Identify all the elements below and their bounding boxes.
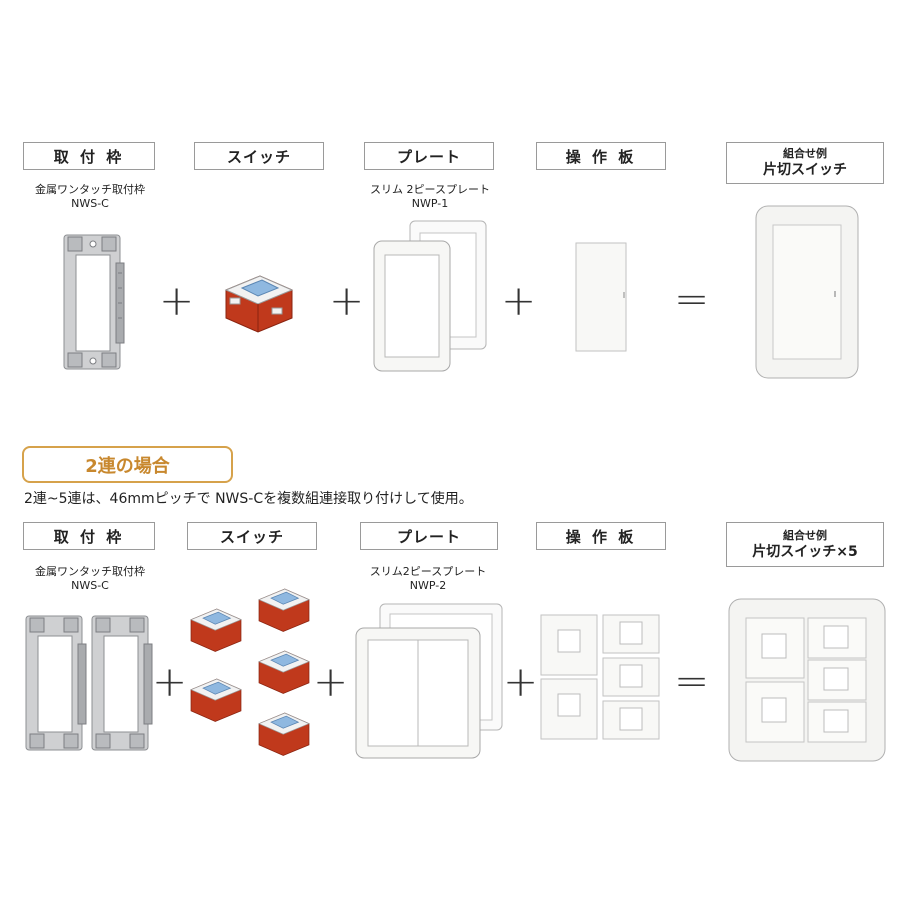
combo-example-box: 組合せ例 片切スイッチ xyxy=(726,142,884,184)
equals-sign: = xyxy=(674,656,710,705)
switch-module-image xyxy=(258,650,310,694)
plate-caption-name: スリム 2ピースプレート xyxy=(370,183,490,196)
label-operation-panel: 操 作 板 xyxy=(536,522,666,550)
label-operation-panel: 操 作 板 xyxy=(536,142,666,170)
operation-panel-large xyxy=(540,614,598,676)
operation-panel-small xyxy=(602,614,660,654)
switch-module-image xyxy=(190,678,242,722)
plate-caption-model: NWP-2 xyxy=(409,579,447,592)
label-plate: プレート xyxy=(364,142,494,170)
frame-caption-model: NWS-C xyxy=(71,197,109,210)
plate-caption-model: NWP-1 xyxy=(411,197,449,210)
frame-caption-name: 金属ワンタッチ取付枠 xyxy=(35,565,145,578)
metal-frame-image xyxy=(25,615,87,751)
switch-module-image xyxy=(224,275,294,333)
plus-sign: + xyxy=(159,276,195,325)
plus-sign: + xyxy=(501,276,537,325)
section-heading-2gang: 2連の場合 xyxy=(22,446,233,483)
operation-panel-small xyxy=(602,657,660,697)
label-frame: 取 付 枠 xyxy=(23,522,155,550)
frame-caption: 金属ワンタッチ取付枠 NWS-C xyxy=(20,565,160,593)
metal-frame-image xyxy=(63,234,125,370)
label-plate: プレート xyxy=(360,522,498,550)
label-switch: スイッチ xyxy=(187,522,317,550)
plate-caption-name: スリム2ピースプレート xyxy=(369,565,487,578)
section-note: 2連~5連は、46mmピッチで NWS-Cを複数組連接取り付けして使用。 xyxy=(24,491,473,507)
combo-example-box: 組合せ例 片切スイッチ×5 xyxy=(726,522,884,567)
combo-example-small: 組合せ例 xyxy=(783,528,827,542)
two-piece-plate-image xyxy=(373,220,487,372)
frame-caption: 金属ワンタッチ取付枠 NWS-C xyxy=(20,183,160,211)
plus-sign: + xyxy=(329,276,365,325)
plus-sign: + xyxy=(152,657,188,706)
metal-frame-image xyxy=(91,615,153,751)
combo-example-title: 片切スイッチ×5 xyxy=(752,543,858,560)
plate-caption: スリム 2ピースプレート NWP-1 xyxy=(360,183,500,211)
frame-caption-model: NWS-C xyxy=(71,579,109,592)
plus-sign: + xyxy=(313,657,349,706)
switch-module-image xyxy=(258,712,310,756)
label-switch: スイッチ xyxy=(194,142,324,170)
combo-example-title: 片切スイッチ xyxy=(763,162,847,178)
frame-caption-name: 金属ワンタッチ取付枠 xyxy=(35,183,145,196)
operation-panel-image xyxy=(575,242,627,352)
switch-module-image xyxy=(258,588,310,632)
equals-sign: = xyxy=(674,274,710,323)
combined-switch-image xyxy=(755,205,859,379)
combined-switch-x5-image xyxy=(728,598,886,762)
label-frame: 取 付 枠 xyxy=(23,142,155,170)
plate-caption: スリム2ピースプレート NWP-2 xyxy=(358,565,498,593)
operation-panel-small xyxy=(602,700,660,740)
two-piece-plate-image xyxy=(355,603,503,759)
operation-panel-large xyxy=(540,678,598,740)
plus-sign: + xyxy=(503,657,539,706)
switch-module-image xyxy=(190,608,242,652)
combo-example-small: 組合せ例 xyxy=(783,147,827,160)
